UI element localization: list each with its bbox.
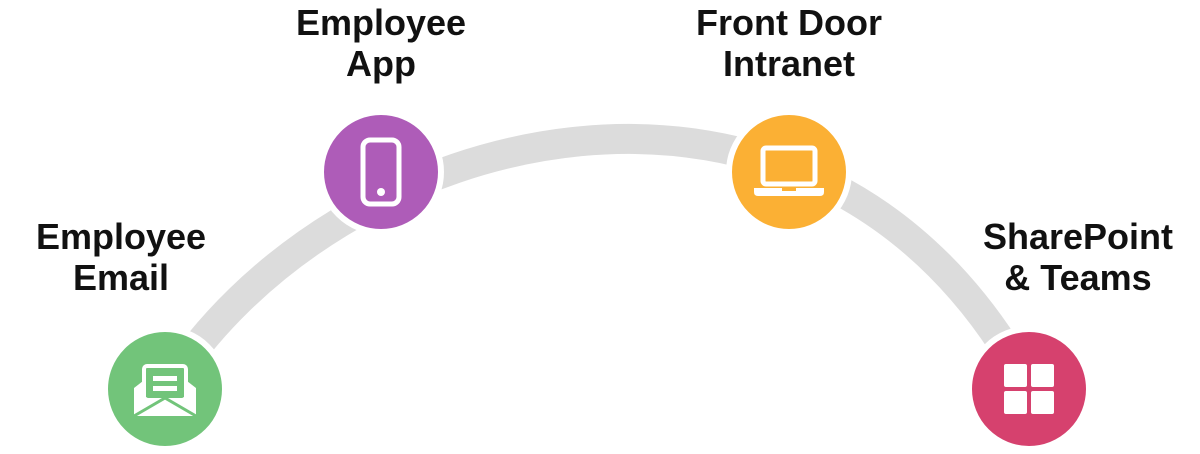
laptop-icon (754, 145, 824, 196)
envelope-icon (133, 364, 197, 418)
label-line-1: Front Door (696, 2, 882, 43)
label-line-2: & Teams (1004, 257, 1152, 298)
label-line-2: App (346, 43, 416, 84)
node-front-door-intranet (726, 109, 852, 235)
label-line-1: SharePoint (982, 216, 1174, 257)
label-line-1: Employee (295, 2, 467, 43)
node-sharepoint-teams (966, 326, 1092, 452)
label-line-2: Email (72, 257, 170, 298)
grid-icon (1004, 364, 1054, 414)
label-employee-email: Employee Email (36, 216, 206, 298)
label-front-door-intranet: Front Door Intranet (696, 2, 882, 84)
label-sharepoint-teams: SharePoint & Teams (983, 216, 1173, 298)
label-line-1: Employee (35, 216, 207, 257)
smartphone-icon (360, 137, 402, 207)
node-employee-email (102, 326, 228, 452)
label-line-2: Intranet (722, 43, 855, 84)
node-employee-app (318, 109, 444, 235)
label-employee-app: Employee App (296, 2, 466, 84)
